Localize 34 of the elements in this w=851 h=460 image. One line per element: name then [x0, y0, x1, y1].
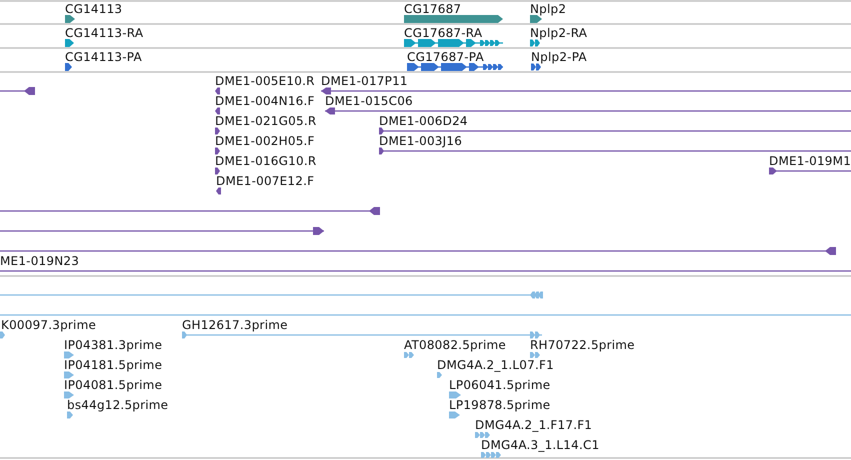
- feature-label: DME1-005E10.R: [215, 74, 315, 88]
- feature-label: RH70722.5prime: [530, 338, 635, 352]
- feature-label: Nplp2-RA: [530, 26, 588, 40]
- feature-label: DME1-017P11: [321, 74, 408, 88]
- feature-label: Nplp2: [530, 2, 566, 16]
- feature-label: CG14113-RA: [65, 26, 144, 40]
- feature-label: GH12617.3prime: [182, 318, 288, 332]
- feature-label: IP04181.5prime: [64, 358, 162, 372]
- feature-label: DMG4A.2_1.F17.F1: [475, 418, 592, 432]
- feature-label: DMG4A.2_1.L07.F1: [437, 358, 554, 372]
- feature-label: LP06041.5prime: [449, 378, 550, 392]
- feature-label: DME1-021G05.R: [215, 114, 316, 128]
- feature-label: CG14113: [65, 2, 122, 16]
- feature-label: AT08082.5prime: [404, 338, 506, 352]
- feature-label: DME1-007E12.F: [216, 174, 314, 188]
- feature-label: DME1-016G10.R: [215, 154, 316, 168]
- feature-label: DMG4A.3_1.L14.C1: [481, 438, 600, 452]
- feature-label: DME1-004N16.F: [215, 94, 315, 108]
- feature-label: CG14113-PA: [65, 50, 142, 64]
- feature-label: bs44g12.5prime: [67, 398, 168, 412]
- feature-label: CG17687-RA: [404, 26, 482, 40]
- feature-label: DME1-019M1: [769, 154, 851, 168]
- feature-label: Nplp2-PA: [531, 50, 587, 64]
- feature-label: K00097.3prime: [1, 318, 96, 332]
- feature-label: LP19878.5prime: [449, 398, 550, 412]
- feature-label: ME1-019N23: [0, 254, 80, 268]
- feature-label: CG17687: [404, 2, 462, 16]
- feature-label: DME1-006D24: [379, 114, 468, 128]
- feature-label: CG17687-PA: [407, 50, 484, 64]
- feature-label: DME1-015C06: [325, 94, 413, 108]
- feature-label: IP04381.3prime: [64, 338, 162, 352]
- feature-label: DME1-003J16: [379, 134, 462, 148]
- feature-label: DME1-002H05.F: [215, 134, 315, 148]
- feature-label: IP04081.5prime: [64, 378, 162, 392]
